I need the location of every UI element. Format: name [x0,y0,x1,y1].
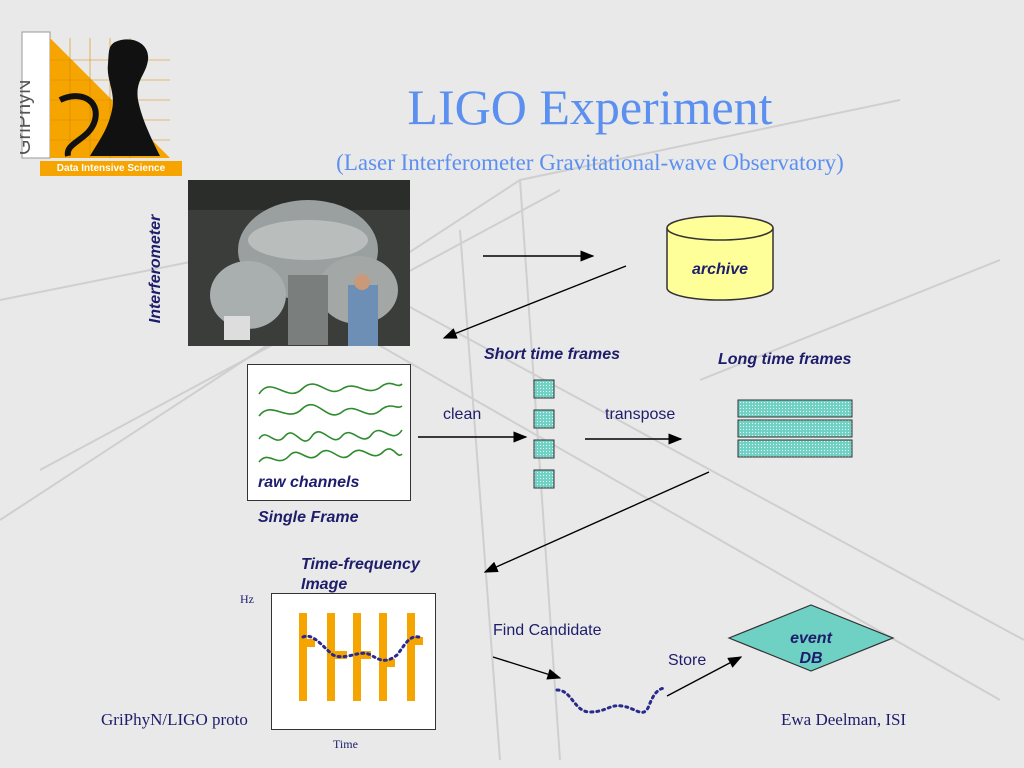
archive-label: archive [691,261,749,278]
long-time-frames-stack [737,399,853,458]
event-db-line2: DB [799,650,823,667]
event-db-line1: event [790,630,832,647]
archive-cylinder [666,215,774,301]
find-candidate-label: Find Candidate [493,622,602,639]
transpose-label: transpose [605,406,676,423]
raw-channels-label: raw channels [258,474,360,491]
store-label: Store [668,652,707,669]
footer-left: GriPhyN/LIGO proto [101,710,248,729]
interferometer-photo [188,180,410,346]
single-frame-label: Single Frame [258,509,359,526]
axis-hz-label: Hz [240,592,254,606]
long-time-frames-label: Long time frames [718,351,852,368]
tf-image-label-line2: Image [301,576,348,593]
griphyn-logo: GriPhyN [20,31,170,159]
short-time-frames-label: Short time frames [484,346,621,363]
clean-label: clean [443,406,482,423]
short-time-frames-stack [533,379,555,489]
time-frequency-image [271,593,436,730]
footer-right: Ewa Deelman, ISI [781,710,907,729]
tf-image-label: Time-frequency Image [301,555,420,595]
axis-time-label: Time [333,737,358,751]
logo-caption: Data Intensive Science [40,161,182,176]
event-db-diamond [727,604,895,672]
page-subtitle: (Laser Interferometer Gravitational-wave… [336,150,844,175]
tf-image-label-line1: Time-frequency [301,556,420,573]
page-title: LIGO Experiment [407,79,773,135]
logo-brand-text: GriPhyN [20,79,35,155]
event-db-label: event DB [768,629,854,669]
single-frame-box [247,364,411,501]
